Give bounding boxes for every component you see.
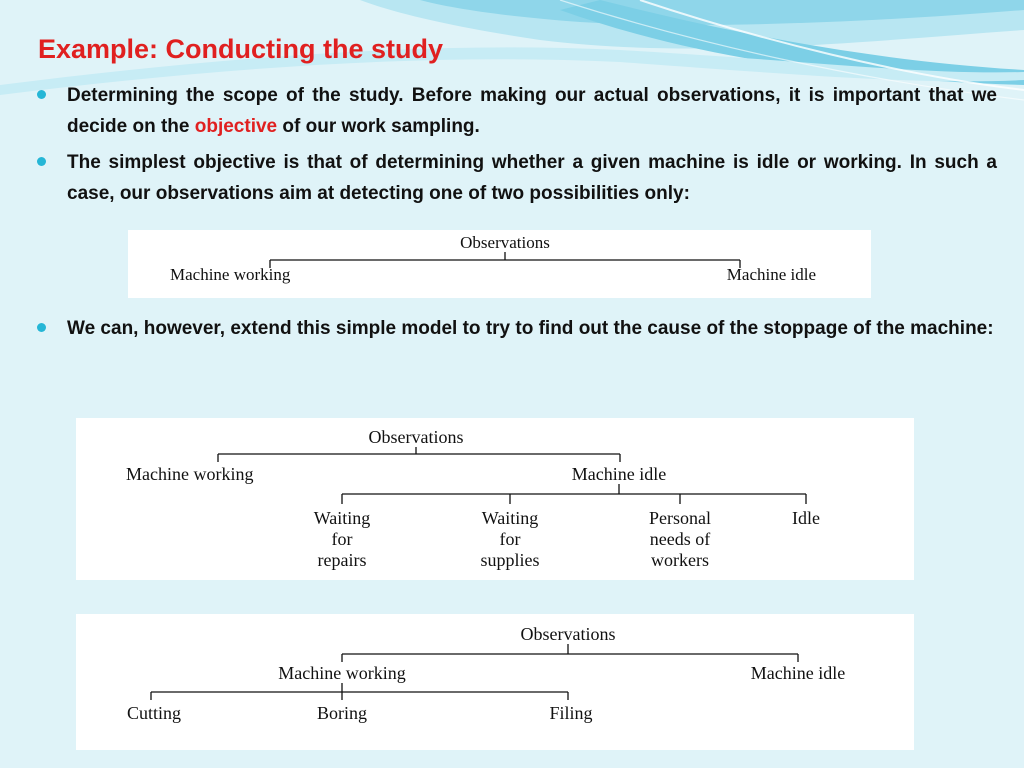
d3-boring-label: Boring [317, 703, 367, 723]
d3-machine-working-label: Machine working [278, 663, 405, 683]
d2-child-1-line-2: for [332, 529, 353, 549]
bullet-dot-icon [37, 157, 46, 166]
highlight-objective: objective [194, 116, 278, 137]
d2-machine-working-label: Machine working [126, 464, 253, 484]
d2-child-4-line-1: Idle [792, 508, 820, 528]
d3-machine-idle-label: Machine idle [751, 663, 845, 683]
bullet-1-text-end: of our work sampling. [277, 116, 480, 137]
d3-cutting-label: Cutting [127, 703, 181, 723]
diagram-working-activities: Observations Machine working Machine idl… [76, 614, 914, 750]
d2-child-3-line-2: needs of [650, 529, 710, 549]
d2-child-3-line-3: workers [651, 550, 709, 570]
d2-child-2-line-2: for [500, 529, 521, 549]
header-wave-decoration [0, 0, 1024, 101]
bullet-scope: Determining the scope of the study. Befo… [37, 80, 997, 142]
d3-root-label: Observations [521, 624, 616, 644]
d3-filing-label: Filing [549, 703, 592, 723]
bullet-2-text: The simplest objective is that of determ… [67, 152, 997, 204]
d1-machine-idle-label: Machine idle [727, 265, 816, 284]
d2-child-1-line-1: Waiting [314, 508, 371, 528]
bullet-3-text: We can, however, extend this simple mode… [67, 318, 994, 339]
bullet-1-text-start: Determining the scope of the study. Befo… [67, 85, 997, 137]
diagram-idle-causes: Observations Machine working Machine idl… [76, 418, 914, 580]
d2-child-2-line-1: Waiting [482, 508, 539, 528]
d1-root-label: Observations [460, 233, 550, 252]
slide-title: Example: Conducting the study [38, 34, 444, 64]
diagram-simple-observations: Observations Machine working Machine idl… [128, 230, 871, 298]
d2-machine-idle-label: Machine idle [572, 464, 666, 484]
d2-child-1-line-3: repairs [318, 550, 367, 570]
d2-child-3-line-1: Personal [649, 508, 711, 528]
bullet-dot-icon [37, 90, 46, 99]
bullet-extend-model: We can, however, extend this simple mode… [37, 313, 997, 344]
bullet-simplest-objective: The simplest objective is that of determ… [37, 147, 997, 209]
d1-machine-working-label: Machine working [170, 265, 291, 284]
d2-child-2-line-3: supplies [480, 550, 539, 570]
bullet-dot-icon [37, 323, 46, 332]
d2-root-label: Observations [369, 427, 464, 447]
